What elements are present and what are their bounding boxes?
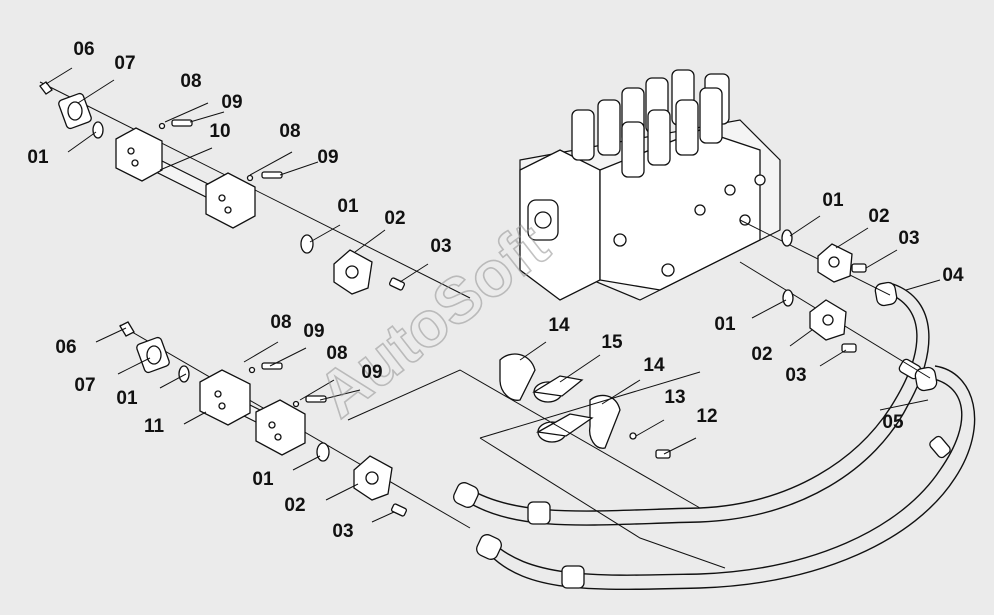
part-label-08: 08: [270, 312, 291, 333]
part-label-08: 08: [326, 343, 347, 364]
part-label-02: 02: [868, 206, 889, 227]
part-label-03: 03: [430, 236, 451, 257]
part-label-09: 09: [361, 362, 382, 383]
leader-lines: [45, 67, 941, 523]
part-label-01: 01: [27, 147, 49, 168]
part-label-14: 14: [643, 355, 665, 376]
part-label-04: 04: [942, 265, 964, 286]
part-label-07: 07: [114, 53, 135, 74]
part-label-06: 06: [55, 337, 76, 358]
part-label-02: 02: [284, 495, 305, 516]
lower-pipe-assembly: [119, 321, 471, 529]
upper-pipe-assembly: [39, 81, 471, 299]
part-label-09: 09: [303, 321, 324, 342]
part-label-05: 05: [882, 412, 904, 433]
part-label-01: 01: [822, 190, 844, 211]
hose-05: [476, 365, 976, 591]
part-label-02: 02: [751, 344, 772, 365]
part-label-03: 03: [898, 228, 919, 249]
part-label-08: 08: [180, 71, 201, 92]
part-label-02: 02: [384, 208, 405, 229]
hose-04: [453, 281, 930, 526]
part-label-01: 01: [252, 469, 274, 490]
part-label-10: 10: [209, 121, 230, 142]
part-label-12: 12: [696, 406, 717, 427]
part-label-09: 09: [317, 147, 338, 168]
control-valve-block: [519, 69, 781, 301]
part-label-01: 01: [337, 196, 359, 217]
part-label-08: 08: [279, 121, 300, 142]
part-label-07: 07: [74, 375, 95, 396]
part-label-03: 03: [332, 521, 353, 542]
part-label-03: 03: [785, 365, 806, 386]
part-label-11: 11: [144, 416, 165, 437]
part-label-15: 15: [601, 332, 623, 353]
clamp-set: [347, 353, 726, 569]
part-label-01: 01: [714, 314, 736, 335]
right-fittings: [739, 219, 931, 379]
part-label-13: 13: [664, 387, 685, 408]
part-label-14: 14: [548, 315, 570, 336]
part-label-06: 06: [73, 39, 94, 60]
part-label-09: 09: [221, 92, 242, 113]
part-label-01: 01: [116, 388, 138, 409]
